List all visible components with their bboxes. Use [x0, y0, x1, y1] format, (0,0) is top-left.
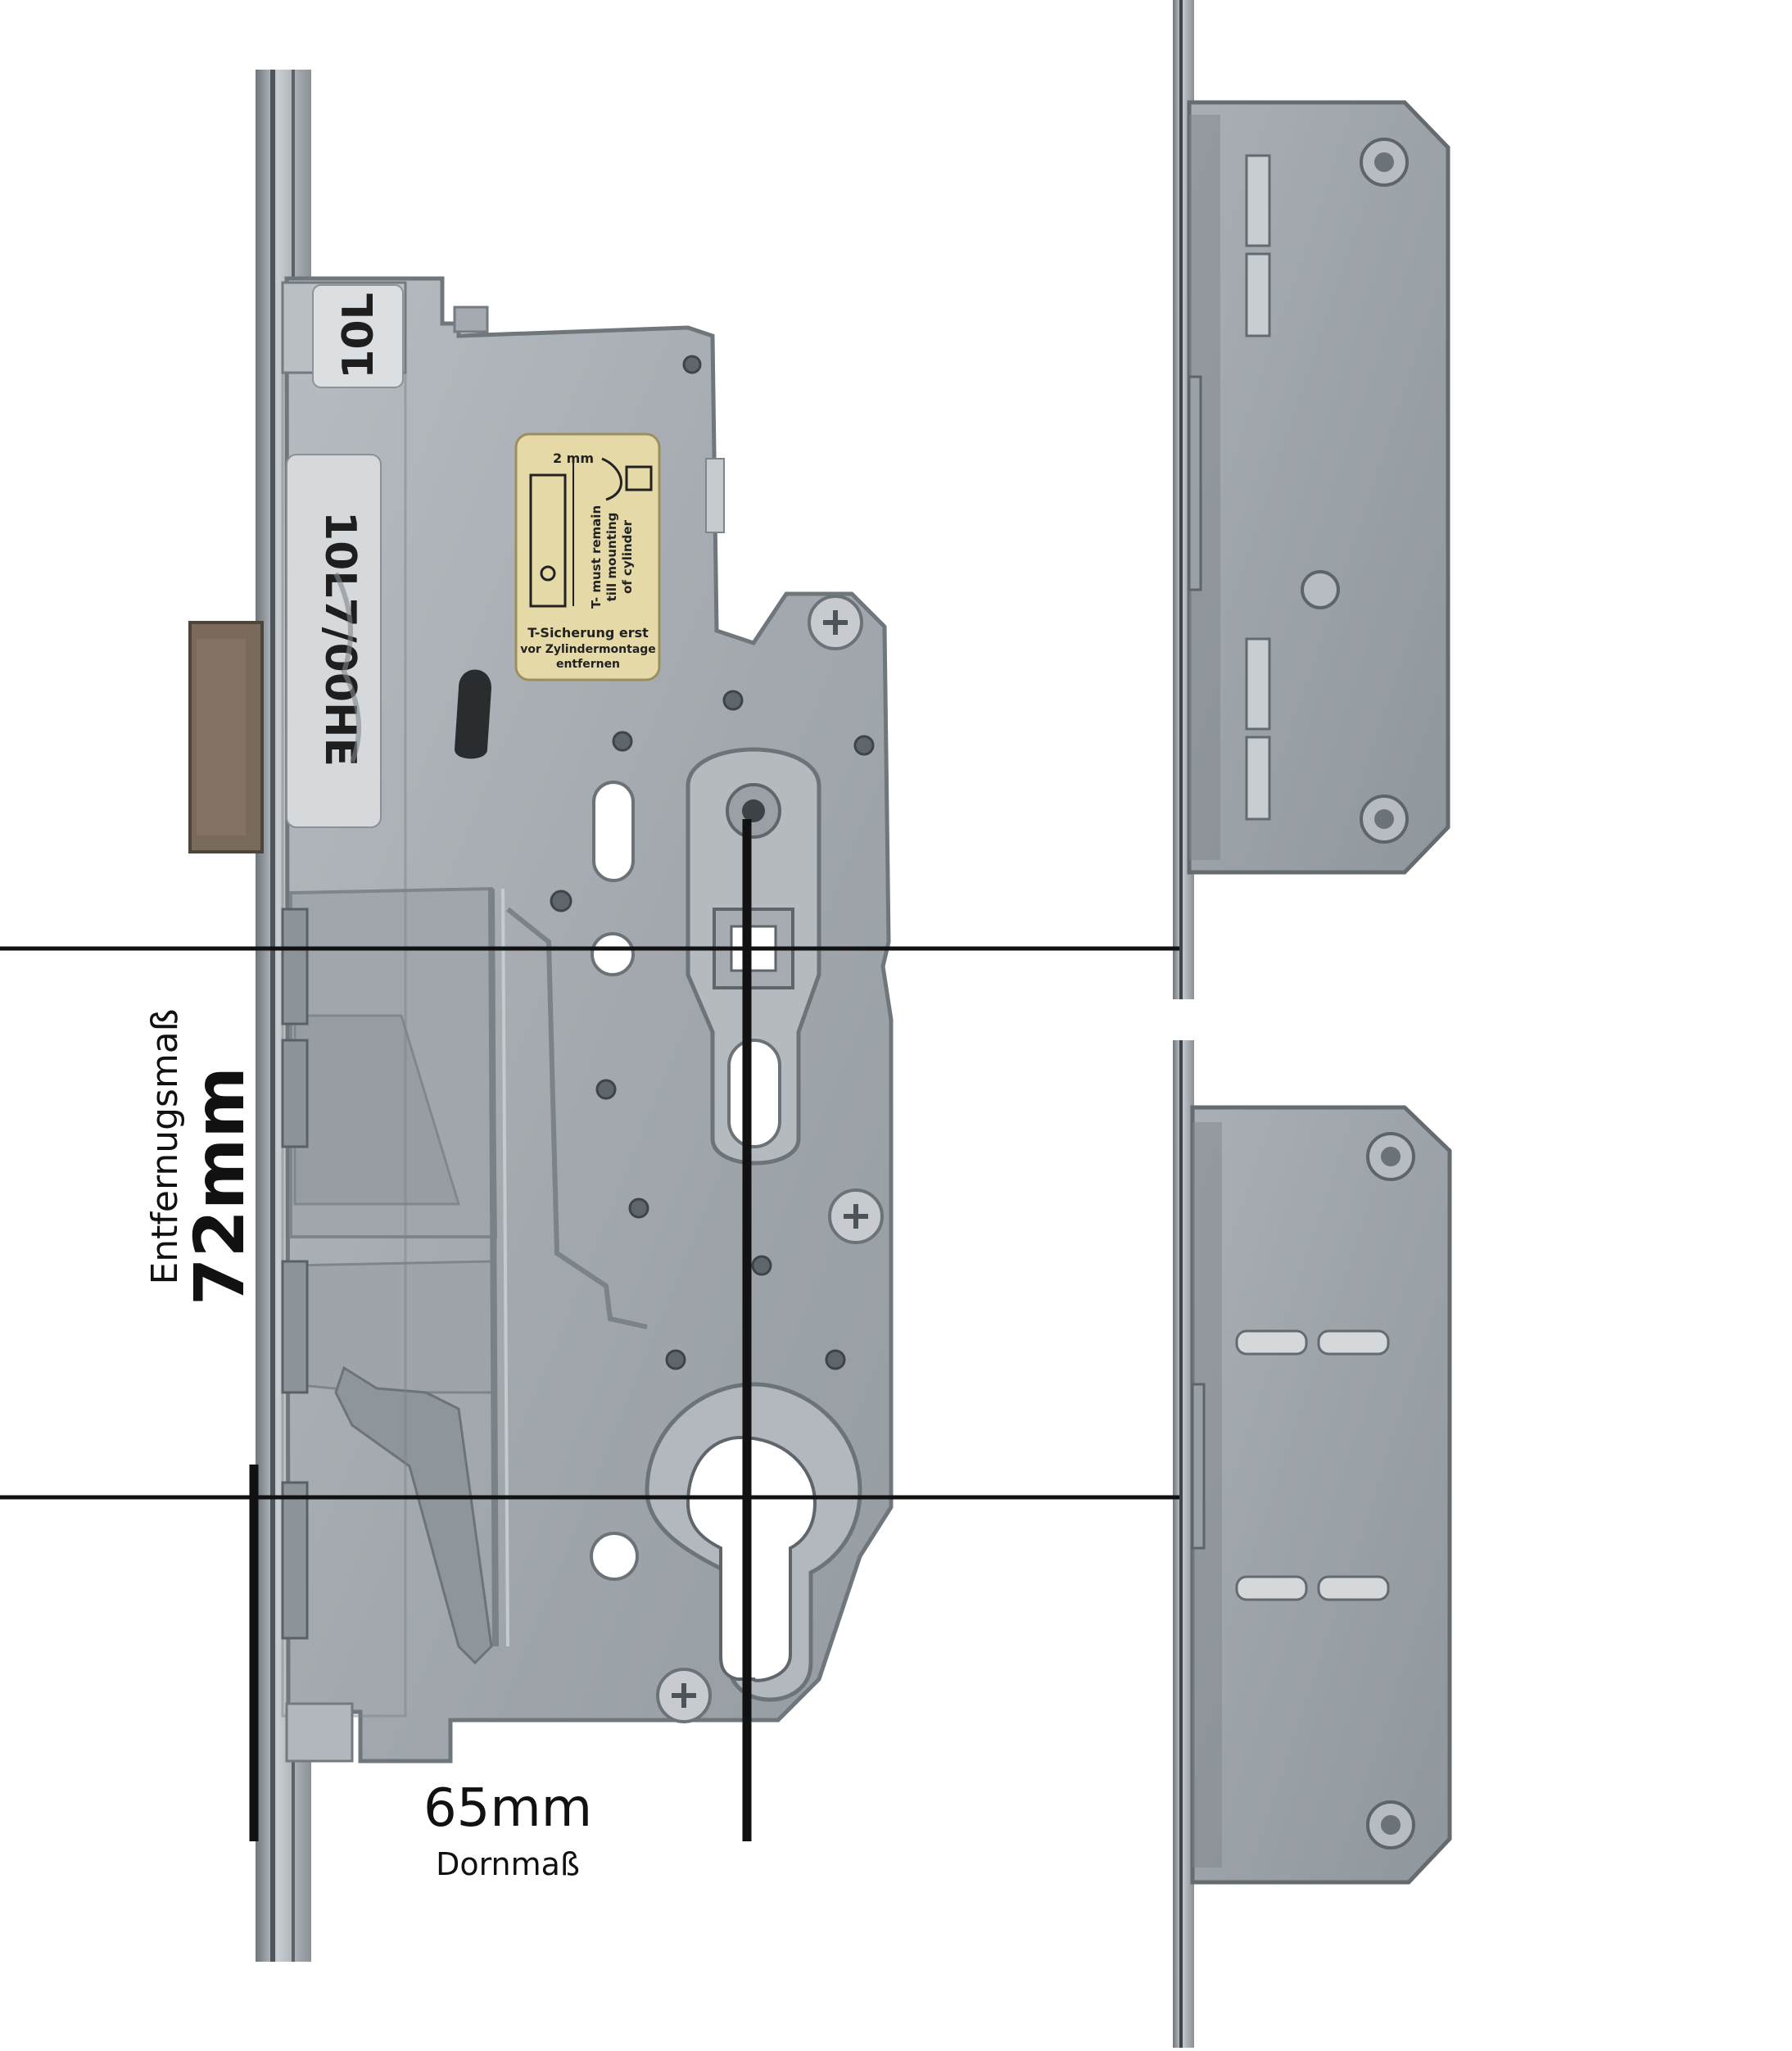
case-screws: [656, 595, 884, 1723]
case-rivets: [550, 355, 875, 1370]
warning-en-line3: of cylinder: [620, 519, 635, 594]
top-code-text: 10L: [334, 292, 383, 379]
left-faceplate-latches: [281, 908, 309, 1640]
side-code-sticker: 10L7/00HE: [286, 454, 382, 828]
warning-gap-text: 2 mm: [553, 450, 594, 466]
case-openings: [455, 669, 639, 1581]
deadbolt-block: [188, 621, 264, 853]
backset-value: 65mm: [423, 1778, 593, 1839]
screw-middle-right: [828, 1188, 884, 1244]
warning-de-line2: vor Zylindermontage: [520, 643, 656, 656]
upper-strike-plate: [1187, 100, 1450, 875]
backset-caption: Dornmaß: [436, 1846, 580, 1882]
warning-de-line1: T-Sicherung erst: [527, 625, 649, 641]
warning-en-line2: till mounting: [604, 513, 619, 602]
warning-en-line1: T- must remain: [589, 505, 604, 609]
lower-strike-plate: [1190, 1105, 1452, 1885]
top-code-sticker: 10L: [312, 284, 404, 388]
screw-top-right: [808, 595, 863, 650]
screw-bottom: [656, 1668, 712, 1723]
small-tag: [705, 458, 725, 533]
distance-value: 72mm: [179, 1066, 260, 1306]
warning-de-line3: entfernen: [556, 658, 620, 671]
warning-sticker: 2 mm T- must remain till mounting of cyl…: [514, 432, 661, 681]
measurement-lines: [0, 819, 1179, 1841]
